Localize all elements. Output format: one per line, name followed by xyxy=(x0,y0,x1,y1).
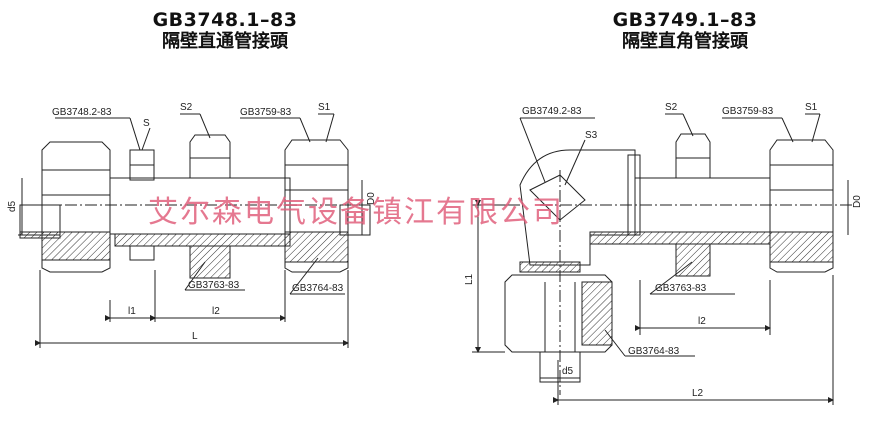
right-fitting-drawing xyxy=(472,113,855,405)
title-left: GB3748.1–83 隔壁直通管接頭 xyxy=(110,9,340,53)
leader-left-s2 xyxy=(199,113,211,139)
leader-right-part-a xyxy=(519,117,546,183)
leader-left-s xyxy=(141,127,151,151)
leader-left-part-b xyxy=(299,117,311,143)
label-left-L: L xyxy=(192,331,198,342)
label-right-L1: L1 xyxy=(464,273,475,285)
label-right-part-c: GB3763-83 xyxy=(655,283,707,294)
label-right-s3: S3 xyxy=(585,130,598,141)
title-left-code: GB3748.1–83 xyxy=(152,9,298,31)
label-right-L2: L2 xyxy=(692,388,704,399)
title-right: GB3749.1–83 隔壁直角管接頭 xyxy=(560,9,810,53)
leader-left-part-c xyxy=(184,261,206,291)
label-left-d0: D0 xyxy=(366,192,377,205)
right-nut-bottom xyxy=(504,274,613,383)
leader-right-s2 xyxy=(682,113,694,137)
label-left-l1: l1 xyxy=(128,306,136,317)
label-left-part-d: GB3764-83 xyxy=(292,283,344,294)
right-nut-right xyxy=(769,139,834,273)
label-left-s1: S1 xyxy=(318,102,331,113)
label-right-l2: l2 xyxy=(698,316,706,327)
watermark-text: 艾尔森电气设备镇江有限公司 xyxy=(148,195,564,230)
label-right-d0: D0 xyxy=(852,195,863,208)
label-right-part-d: GB3764-83 xyxy=(628,346,680,357)
title-left-name: 隔壁直通管接頭 xyxy=(162,30,288,52)
title-right-code: GB3749.1–83 xyxy=(612,9,758,31)
label-left-l2: l2 xyxy=(212,306,220,317)
label-left-s2: S2 xyxy=(180,102,193,113)
leader-right-part-d xyxy=(604,329,626,357)
label-left-d5: d5 xyxy=(7,200,18,212)
leader-right-s1 xyxy=(811,113,821,143)
label-right-s1: S1 xyxy=(805,102,818,113)
leader-right-part-c xyxy=(649,261,693,295)
left-pipe-left xyxy=(19,204,61,236)
label-left-part-b: GB3759-83 xyxy=(240,107,292,118)
left-fitting-drawing xyxy=(18,113,371,348)
label-right-part-a: GB3749.2-83 xyxy=(522,106,582,117)
label-left-part-a: GB3748.2-83 xyxy=(52,107,112,118)
left-nut-mid xyxy=(189,134,231,279)
label-right-d5: d5 xyxy=(562,366,574,377)
label-right-s2: S2 xyxy=(665,102,678,113)
leader-left-s1 xyxy=(325,113,335,143)
label-left-s: S xyxy=(143,118,150,129)
title-right-name: 隔壁直角管接頭 xyxy=(622,30,748,52)
left-nut-left xyxy=(41,141,111,273)
leader-left-part-d xyxy=(289,257,319,295)
label-left-part-c: GB3763-83 xyxy=(188,280,240,291)
label-right-part-b: GB3759-83 xyxy=(722,106,774,117)
left-nut-right xyxy=(284,139,349,273)
leader-right-part-b xyxy=(781,117,794,143)
leader-right-s3 xyxy=(564,139,586,186)
